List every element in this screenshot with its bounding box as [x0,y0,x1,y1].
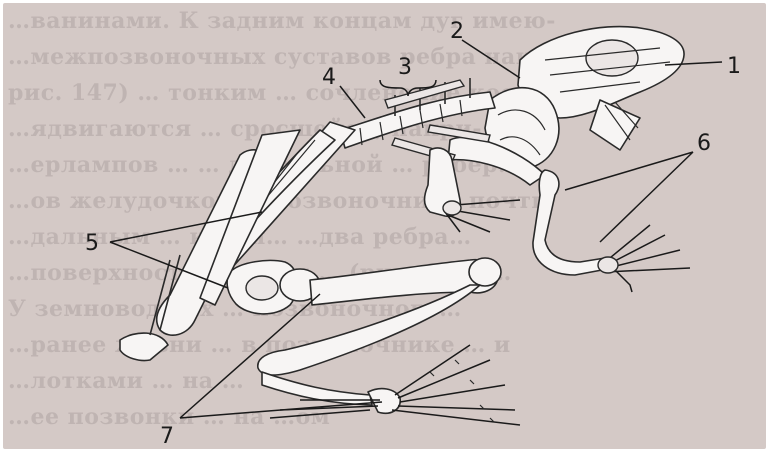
label-3: 3 [398,55,412,80]
label-5: 5 [85,231,99,256]
label-7: 7 [160,424,174,449]
label-6: 6 [697,131,711,156]
leader-line-2 [462,40,520,78]
hind-leg-lower [258,258,501,405]
leader-line-4 [340,86,365,118]
label-4: 4 [322,65,336,90]
label-1: 1 [727,54,741,79]
label-2: 2 [450,19,464,44]
hind-leg-upper [120,130,300,361]
leader-lines-6 [565,152,693,242]
